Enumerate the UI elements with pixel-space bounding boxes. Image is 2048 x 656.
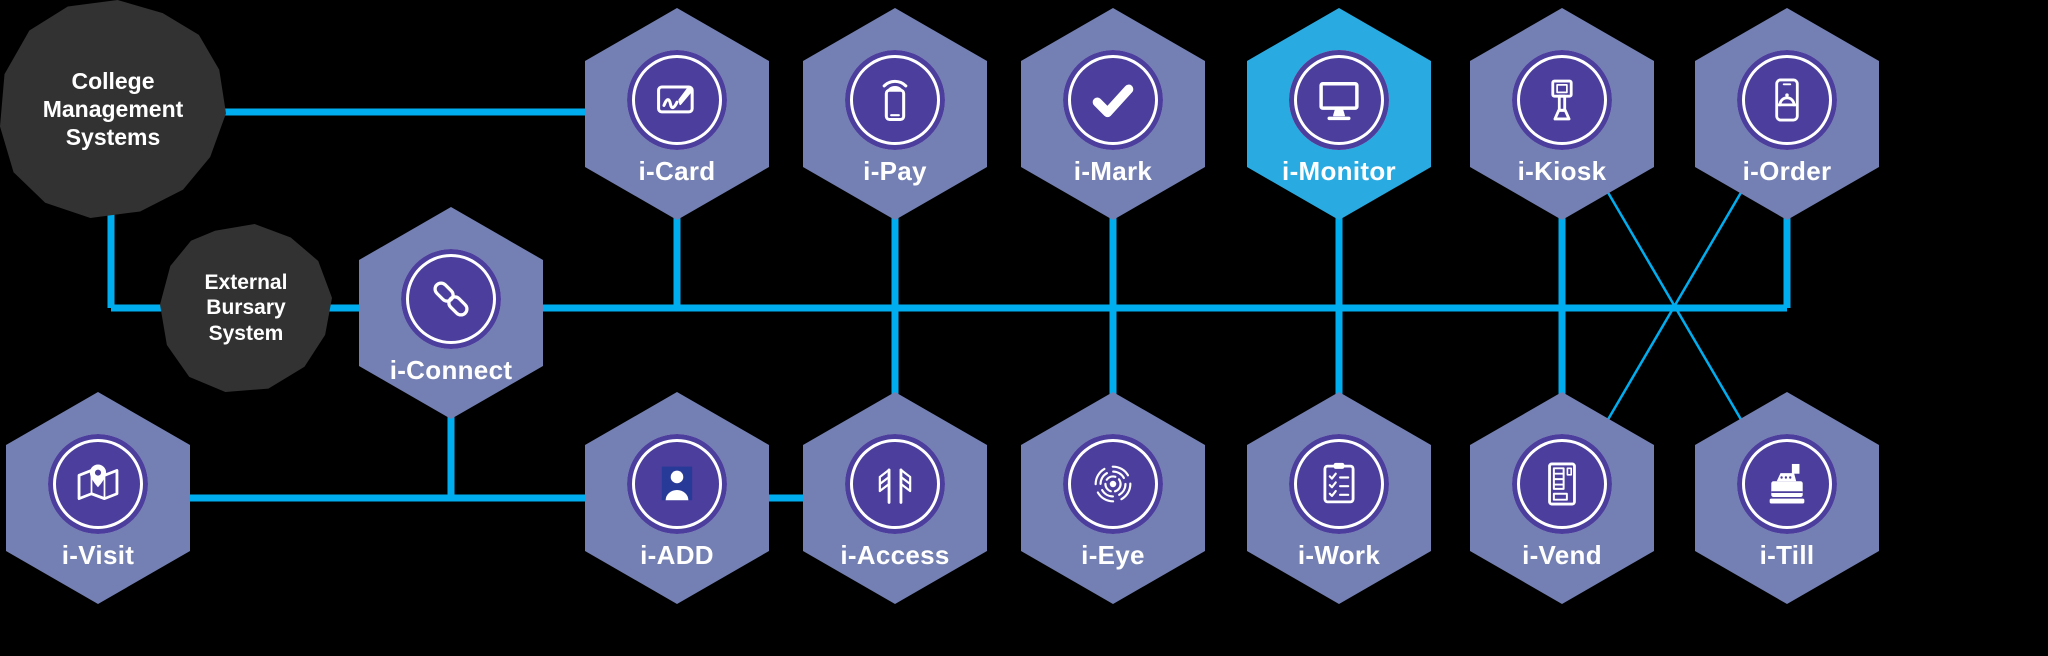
icon-circle [627,434,727,534]
checkmark-icon [1092,84,1134,118]
vending-machine-icon [1548,462,1576,506]
node-label: i-Mark [1073,156,1153,186]
icon-circle [1289,434,1389,534]
node-i-mark: i-Mark [1021,8,1205,220]
node-i-connect: i-Connect [359,207,543,419]
monitor-icon [1319,82,1359,121]
iris-scan-icon [1094,465,1132,503]
icon-circle [1512,434,1612,534]
icon-circle [1737,434,1837,534]
kiosk-icon [1551,79,1573,121]
mobile-payment-icon [882,79,908,122]
external-system-label: External Bursary System [204,270,288,345]
node-label: i-ADD [640,540,714,570]
person-icon [661,466,693,501]
turnstile-icon [878,468,912,504]
node-label: i-Monitor [1282,156,1396,186]
node-label: i-Till [1759,540,1815,570]
icon-circle [845,50,945,150]
icon-circle [1063,50,1163,150]
node-label: i-Visit [61,540,135,570]
node-i-work: i-Work [1247,392,1431,604]
chain-link-icon [433,281,469,317]
node-i-add: i-ADD [585,392,769,604]
checklist-icon [1323,462,1355,504]
node-label: i-Order [1742,156,1832,186]
node-label: i-Card [638,156,716,186]
node-i-eye: i-Eye [1021,392,1205,604]
node-i-visit: i-Visit [6,392,190,604]
node-i-order: i-Order [1695,8,1879,220]
node-label: i-Connect [389,355,513,385]
external-system-bursary: External Bursary System [160,224,332,392]
icon-circle [1737,50,1837,150]
node-label: i-Eye [1081,540,1145,570]
node-i-monitor: i-Monitor [1247,8,1431,220]
signature-card-icon [657,85,694,114]
node-label: i-Vend [1522,540,1602,570]
icon-circle [48,434,148,534]
node-i-pay: i-Pay [803,8,987,220]
node-label: i-Work [1297,540,1381,570]
icon-circle [627,50,727,150]
node-label: i-Pay [863,156,927,186]
map-pin-icon [77,464,119,501]
icon-circle [401,249,501,349]
node-label: i-Kiosk [1517,156,1607,186]
external-system-label: College Management Systems [42,67,184,151]
node-i-vend: i-Vend [1470,392,1654,604]
phone-order-icon [1775,78,1799,122]
node-i-till: i-Till [1695,392,1879,604]
icon-circle [1063,434,1163,534]
icon-circle [1289,50,1389,150]
icon-circle [845,434,945,534]
node-i-kiosk: i-Kiosk [1470,8,1654,220]
cash-register-icon [1769,463,1805,504]
node-label: i-Access [840,540,950,570]
external-system-college: College Management Systems [0,0,226,218]
icon-circle [1512,50,1612,150]
node-i-card: i-Card [585,8,769,220]
node-i-access: i-Access [803,392,987,604]
